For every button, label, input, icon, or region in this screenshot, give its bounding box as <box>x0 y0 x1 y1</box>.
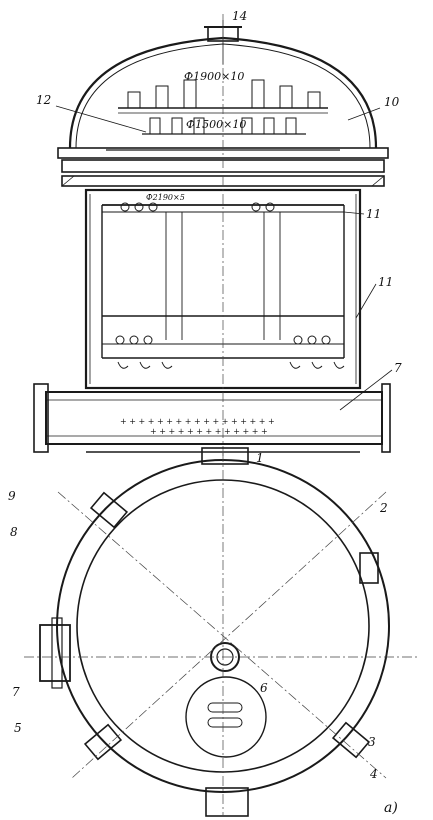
callout-1: 1 <box>256 451 264 465</box>
callout-11a: 11 <box>366 207 381 221</box>
elevation-view: + + + + + + + + + + + + + + + + + + + + … <box>33 14 393 460</box>
callout-5: 5 <box>14 721 22 735</box>
callout-8: 8 <box>10 525 18 539</box>
dim-top-shell: Ф1900×10 <box>184 70 244 83</box>
header-pipe: + + + + + + + + + + + + + + + + + + + + … <box>33 383 391 453</box>
callouts: 14 12 10 11 11 7 1 9 8 2 7 6 5 3 4 <box>8 9 402 781</box>
callout-3: 3 <box>368 735 376 749</box>
callout-6: 6 <box>260 681 268 695</box>
dim-basket: Ф2190×5 <box>146 193 185 202</box>
figure-caption: а) <box>384 800 398 816</box>
callout-10: 10 <box>384 95 400 109</box>
callout-2: 2 <box>379 501 388 515</box>
callout-14: 14 <box>232 9 247 23</box>
callout-12: 12 <box>36 93 51 107</box>
callout-11b: 11 <box>378 275 393 289</box>
callout-7-nozzle: 7 <box>12 685 20 699</box>
callout-7-pipe: 7 <box>394 361 402 375</box>
callout-9: 9 <box>8 489 16 503</box>
callout-4: 4 <box>369 767 378 781</box>
manhole <box>185 676 267 758</box>
svg-text:+ + + + + + + + + + + + +: + + + + + + + + + + + + + <box>150 427 268 436</box>
svg-text:+ + + + + + + + + + + + + + +: + + + + + + + + + + + + + + + + + <box>120 417 275 426</box>
plan-view <box>24 447 420 817</box>
dim-inner-shell: Ф1500×10 <box>186 118 246 131</box>
